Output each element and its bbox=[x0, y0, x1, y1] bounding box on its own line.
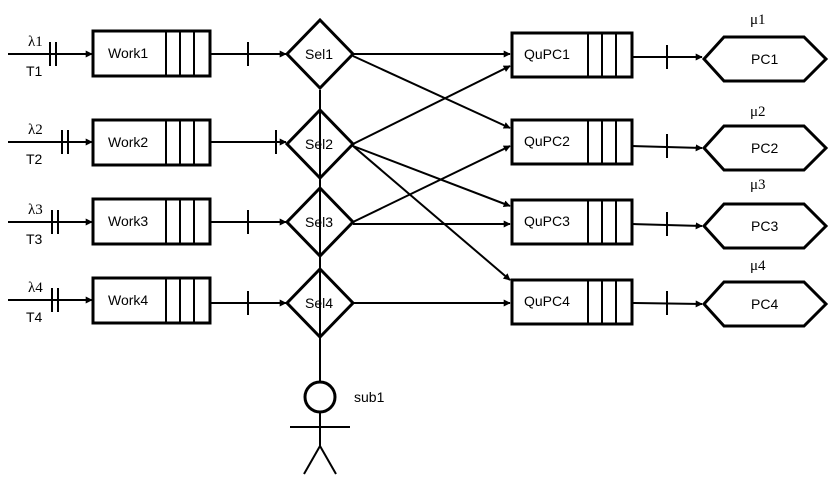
routing-arrows bbox=[352, 50, 511, 307]
pc-4-rate: μ4 bbox=[750, 258, 766, 274]
source-1-rate: λ1 bbox=[28, 34, 43, 50]
actor-sub1[interactable]: sub1 bbox=[290, 337, 385, 475]
sel-2-diamond[interactable] bbox=[284, 107, 356, 181]
sel-4-label: Sel4 bbox=[305, 295, 333, 311]
source-1-period: T1 bbox=[26, 63, 43, 79]
route-sel2-qupc3 bbox=[352, 145, 511, 208]
pc-2-label: PC2 bbox=[751, 140, 778, 156]
qupc-4-box[interactable] bbox=[510, 278, 634, 326]
route-sel1-qupc2 bbox=[352, 55, 511, 129]
source-4-rate: λ4 bbox=[28, 280, 43, 296]
actor-leg-left bbox=[303, 445, 321, 475]
qupc-2-box[interactable] bbox=[510, 118, 634, 166]
actor-leg-right bbox=[319, 445, 337, 475]
route-sel2-qupc1 bbox=[352, 65, 511, 145]
row-4: λ4 T4 Work4 Sel4 QuPC4 PC4 μ4 bbox=[8, 258, 829, 340]
sel-1-label: Sel1 bbox=[305, 46, 333, 62]
qupc-2-label: QuPC2 bbox=[524, 133, 570, 149]
work-3-label: Work3 bbox=[108, 213, 148, 229]
pc-1-hexagon[interactable] bbox=[701, 35, 829, 83]
row-1: λ1 T1 Work1 Sel1 QuPC1 PC1 μ1 bbox=[8, 12, 829, 91]
source-2-rate: λ2 bbox=[28, 122, 43, 138]
source-4-period: T4 bbox=[26, 309, 43, 325]
pc-4-hexagon[interactable] bbox=[701, 280, 829, 328]
pc-3-label: PC3 bbox=[751, 218, 778, 234]
qupc-3-box[interactable] bbox=[510, 198, 634, 246]
qupc-3-label: QuPC3 bbox=[524, 213, 570, 229]
actor-head bbox=[303, 380, 337, 414]
sel-2-label: Sel2 bbox=[305, 136, 333, 152]
work-1-label: Work1 bbox=[108, 45, 148, 61]
row-3: λ3 T3 Work3 Sel3 QuPC3 PC3 μ3 bbox=[8, 177, 829, 259]
source-3-rate: λ3 bbox=[28, 202, 43, 218]
work-2-label: Work2 bbox=[108, 134, 148, 150]
qupc-1-box[interactable] bbox=[510, 31, 634, 79]
sel-1-diamond[interactable] bbox=[284, 17, 356, 91]
pc-4-label: PC4 bbox=[751, 296, 778, 312]
pc-1-label: PC1 bbox=[751, 51, 778, 67]
pc-2-rate: μ2 bbox=[750, 104, 766, 120]
work-4-box[interactable] bbox=[91, 276, 212, 325]
actor-label: sub1 bbox=[354, 389, 385, 405]
row-2: λ2 T2 Work2 Sel2 QuPC2 PC2 μ2 bbox=[8, 104, 829, 181]
pc-2-hexagon[interactable] bbox=[701, 124, 829, 172]
qupc-4-label: QuPC4 bbox=[524, 293, 570, 309]
source-3-period: T3 bbox=[26, 231, 43, 247]
source-2-period: T2 bbox=[26, 151, 43, 167]
qupc-1-label: QuPC1 bbox=[524, 46, 570, 62]
sel-3-label: Sel3 bbox=[305, 214, 333, 230]
route-sel2-qupc4 bbox=[352, 145, 511, 281]
route-sel3-qupc2 bbox=[352, 145, 511, 223]
pc-1-rate: μ1 bbox=[750, 12, 766, 28]
pc-3-rate: μ3 bbox=[750, 177, 766, 193]
sel-3-diamond[interactable] bbox=[284, 185, 356, 259]
work-4-label: Work4 bbox=[108, 292, 148, 308]
pc-3-hexagon[interactable] bbox=[701, 202, 829, 250]
